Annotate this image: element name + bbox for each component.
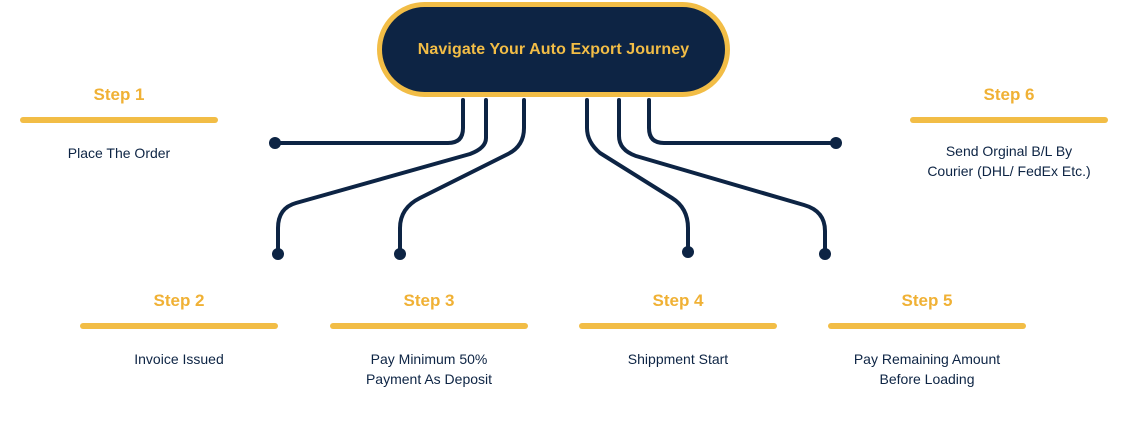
step-description: Shippment Start <box>627 351 729 367</box>
connector-step2 <box>276 98 488 256</box>
step-divider <box>80 323 278 329</box>
step-5: Step 5 Pay Remaining Amount Before Loadi… <box>828 290 1026 389</box>
hub-title: Navigate Your Auto Export Journey <box>417 40 690 58</box>
connector-dot-step2 <box>272 248 284 260</box>
connector-dot-step6 <box>830 137 842 149</box>
connector-dot-step1 <box>269 137 281 149</box>
connector-step3 <box>398 98 526 256</box>
connector-step4 <box>585 98 690 254</box>
step-description: Pay Remaining Amount Before Loading <box>853 351 1001 387</box>
step-divider <box>20 117 218 123</box>
step-title: Step 1 <box>93 85 145 104</box>
step-divider <box>330 323 528 329</box>
step-title: Step 5 <box>901 291 953 310</box>
step-description: Send Orginal B/L By Courier (DHL/ FedEx … <box>927 143 1091 179</box>
step-divider <box>828 323 1026 329</box>
step-divider <box>910 117 1108 123</box>
step-6: Step 6 Send Orginal B/L By Courier (DHL/… <box>910 84 1108 181</box>
connector-dot-step4 <box>682 246 694 258</box>
connector-step1 <box>275 98 465 145</box>
connector-dot-step5 <box>819 248 831 260</box>
step-4: Step 4 Shippment Start <box>579 290 777 369</box>
step-1: Step 1 Place The Order <box>20 84 218 163</box>
step-title: Step 2 <box>153 291 205 310</box>
connector-dot-step3 <box>394 248 406 260</box>
step-3: Step 3 Pay Minimum 50% Payment As Deposi… <box>330 290 528 389</box>
step-title: Step 6 <box>983 85 1035 104</box>
step-divider <box>579 323 777 329</box>
journey-hub: Navigate Your Auto Export Journey <box>377 2 730 97</box>
step-title: Step 3 <box>403 291 455 310</box>
connector-step5 <box>617 98 827 256</box>
step-description: Pay Minimum 50% Payment As Deposit <box>365 351 493 387</box>
step-title: Step 4 <box>652 291 704 310</box>
step-description: Place The Order <box>67 145 171 161</box>
step-description: Invoice Issued <box>134 351 224 367</box>
step-2: Step 2 Invoice Issued <box>80 290 278 369</box>
connector-step6 <box>647 98 838 145</box>
